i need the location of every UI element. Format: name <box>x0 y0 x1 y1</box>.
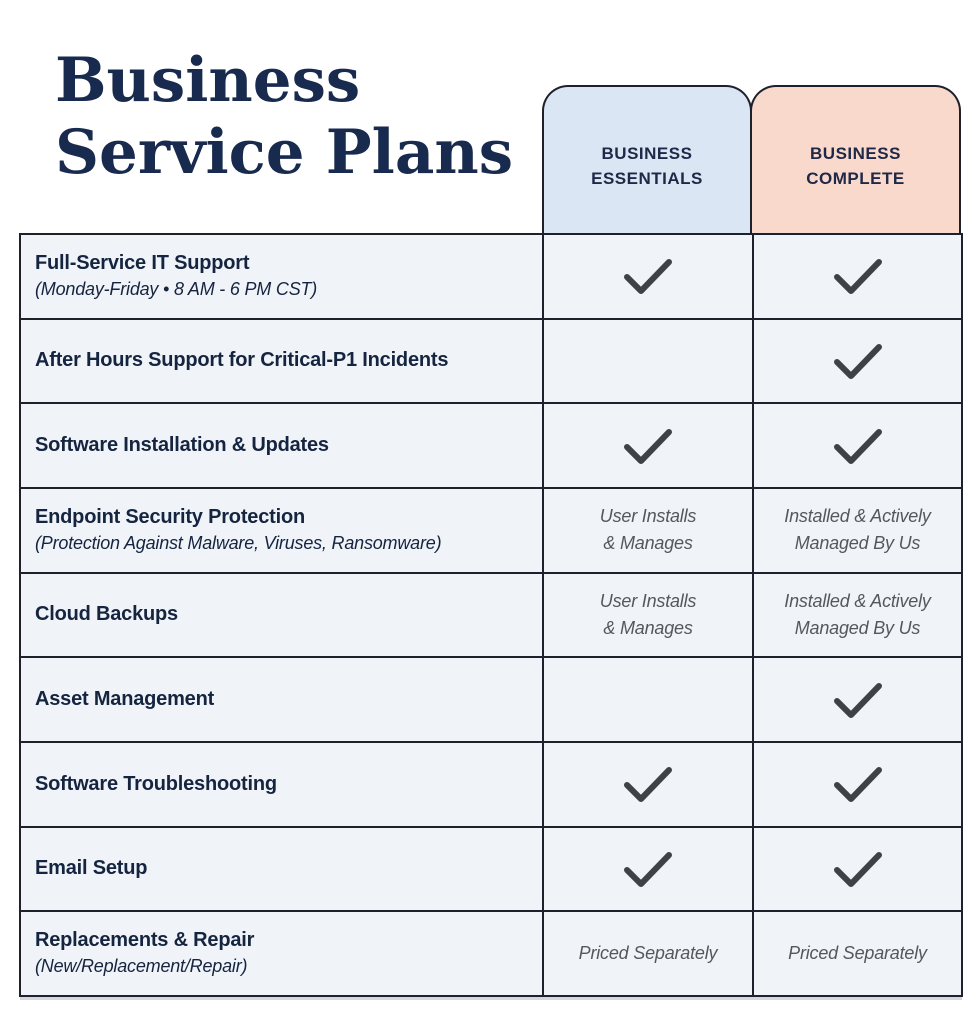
complete-cell <box>752 656 963 743</box>
feature-subtitle: (New/Replacement/Repair) <box>35 956 248 977</box>
feature-name: Software Troubleshooting <box>35 772 277 795</box>
page-title: Business Service Plans <box>55 45 513 189</box>
table-row: Endpoint Security Protection (Protection… <box>19 486 963 574</box>
plan-cell-note: Priced Separately <box>578 943 718 964</box>
plan-cell-note: Installed & Actively Managed By Us <box>784 506 931 554</box>
check-icon <box>832 767 884 803</box>
feature-name: Email Setup <box>35 857 148 880</box>
essentials-cell: User Installs & Manages <box>542 486 754 574</box>
essentials-cell <box>542 656 754 743</box>
plans-comparison-table: Full-Service IT Support (Monday-Friday •… <box>19 233 963 997</box>
check-icon <box>832 259 884 295</box>
essentials-cell <box>542 233 754 320</box>
feature-name: Asset Management <box>35 688 215 711</box>
check-icon <box>622 767 674 803</box>
feature-cell: Endpoint Security Protection (Protection… <box>19 486 544 574</box>
feature-cell: Email Setup <box>19 825 544 913</box>
table-row: Software Troubleshooting <box>19 740 963 828</box>
feature-cell: Full-Service IT Support (Monday-Friday •… <box>19 233 544 320</box>
essentials-cell <box>542 825 754 913</box>
feature-name: Software Installation & Updates <box>35 434 329 457</box>
check-icon <box>832 428 884 464</box>
complete-cell <box>752 740 963 828</box>
complete-cell <box>752 402 963 489</box>
feature-cell: After Hours Support for Critical-P1 Inci… <box>19 317 544 405</box>
check-icon <box>832 682 884 718</box>
page-title-line1: Business <box>55 45 361 116</box>
essentials-cell <box>542 402 754 489</box>
feature-subtitle: (Monday-Friday • 8 AM - 6 PM CST) <box>35 279 318 300</box>
plan-cell-note: User Installs & Manages <box>599 506 697 554</box>
essentials-cell: User Installs & Manages <box>542 571 754 659</box>
table-row: Asset Management <box>19 656 963 743</box>
table-row: Software Installation & Updates <box>19 402 963 489</box>
feature-cell: Replacements & Repair (New/Replacement/R… <box>19 910 544 997</box>
check-icon <box>622 851 674 887</box>
feature-name: After Hours Support for Critical-P1 Inci… <box>35 349 449 372</box>
table-row: Cloud Backups User Installs & Manages In… <box>19 571 963 659</box>
complete-cell: Priced Separately <box>752 910 963 997</box>
essentials-cell <box>542 317 754 405</box>
plan-header-business-complete: BUSINESS COMPLETE <box>750 85 961 233</box>
plan-cell-note: User Installs & Manages <box>599 590 697 638</box>
check-icon <box>622 259 674 295</box>
complete-cell <box>752 825 963 913</box>
check-icon <box>832 851 884 887</box>
plan-cell-note: Installed & Actively Managed By Us <box>784 590 931 638</box>
feature-name: Full-Service IT Support <box>35 252 250 275</box>
plan-header-business-essentials: BUSINESS ESSENTIALS <box>542 85 752 233</box>
essentials-cell <box>542 740 754 828</box>
feature-cell: Software Troubleshooting <box>19 740 544 828</box>
feature-cell: Cloud Backups <box>19 571 544 659</box>
page-title-line2: Service Plans <box>55 117 514 188</box>
essentials-cell: Priced Separately <box>542 910 754 997</box>
complete-cell <box>752 233 963 320</box>
feature-name: Endpoint Security Protection <box>35 506 305 529</box>
feature-cell: Asset Management <box>19 656 544 743</box>
feature-name: Replacements & Repair <box>35 929 255 952</box>
check-icon <box>832 343 884 379</box>
feature-subtitle: (Protection Against Malware, Viruses, Ra… <box>35 533 442 554</box>
table-row: After Hours Support for Critical-P1 Inci… <box>19 317 963 405</box>
table-row: Replacements & Repair (New/Replacement/R… <box>19 910 963 997</box>
check-icon <box>622 428 674 464</box>
table-row: Email Setup <box>19 825 963 913</box>
feature-cell: Software Installation & Updates <box>19 402 544 489</box>
feature-name: Cloud Backups <box>35 603 178 626</box>
plan-cell-note: Priced Separately <box>788 943 927 964</box>
table-row: Full-Service IT Support (Monday-Friday •… <box>19 233 963 320</box>
complete-cell <box>752 317 963 405</box>
complete-cell: Installed & Actively Managed By Us <box>752 571 963 659</box>
complete-cell: Installed & Actively Managed By Us <box>752 486 963 574</box>
